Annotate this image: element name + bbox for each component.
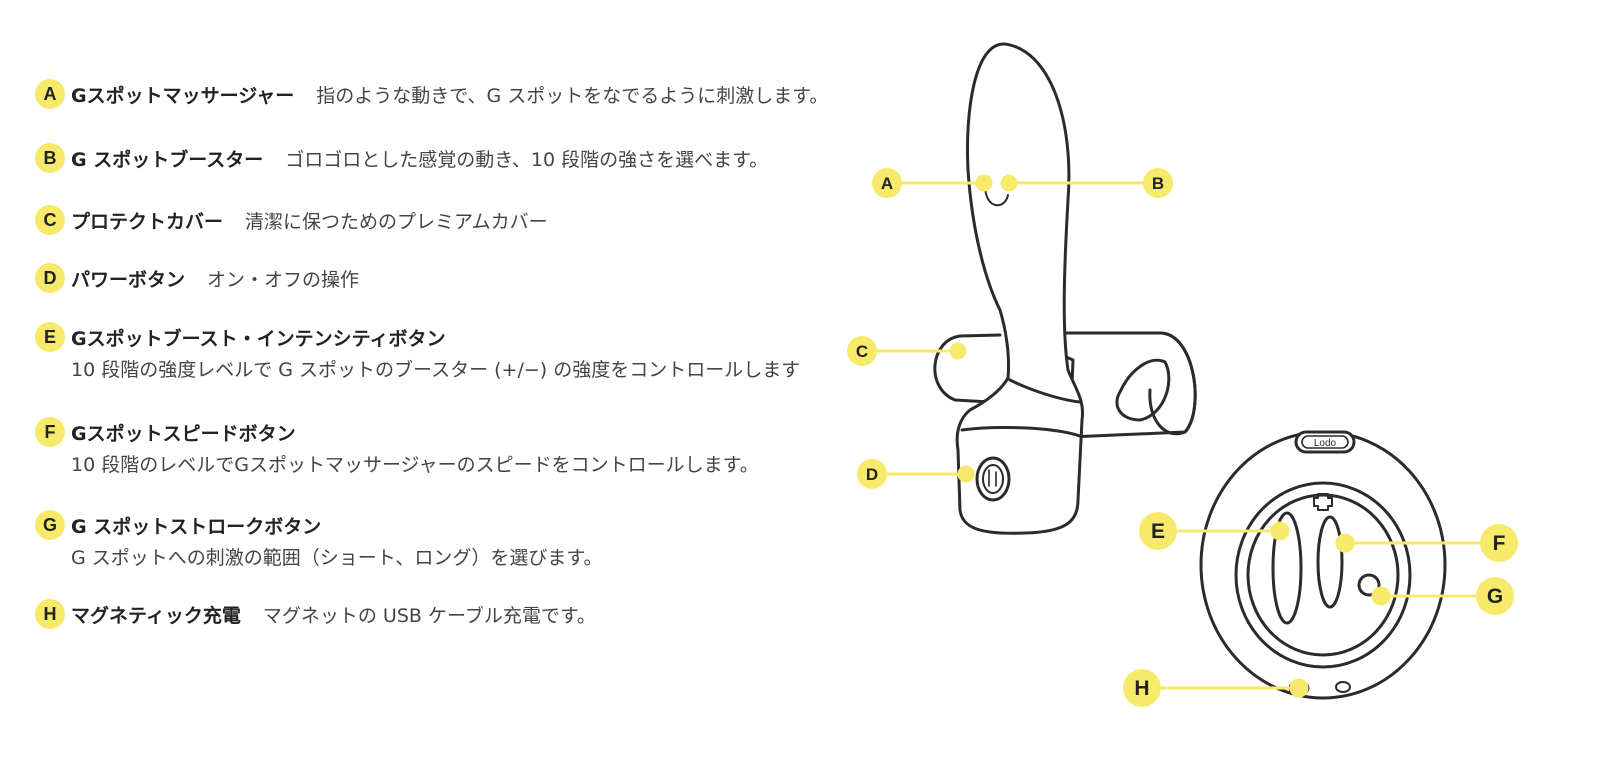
feature-legend: A Gスポットマッサージャー 指のような動きで、G スポットをなでるように刺激し…	[35, 78, 828, 630]
svg-text:C: C	[856, 342, 868, 361]
callout-lines	[862, 174, 1499, 698]
badge-b: B	[35, 143, 65, 173]
svg-text:E: E	[1151, 520, 1165, 543]
badge-c: C	[35, 205, 65, 235]
callout-c: C	[847, 336, 877, 366]
remote-logo-text: Lodo	[1314, 438, 1337, 449]
svg-text:G: G	[1487, 585, 1503, 608]
remote-logo-badge	[1294, 430, 1356, 454]
callout-f: F	[1480, 524, 1518, 562]
legend-desc-g: G スポットへの刺激の範囲（ショート、ロング）を選びます。	[71, 547, 603, 569]
badge-h: H	[35, 599, 65, 629]
legend-desc-e: 10 段階の強度レベルで G スポットのブースター (+/−) の強度をコントロ…	[71, 359, 801, 381]
legend-desc-c: 清潔に保つためのプレミアムカバー	[245, 210, 548, 233]
legend-title-d: パワーボタン	[71, 268, 186, 291]
badge-g: G	[35, 510, 65, 540]
callout-a: A	[872, 168, 902, 198]
legend-title-a: Gスポットマッサージャー	[71, 84, 295, 107]
badge-e: E	[35, 322, 65, 352]
legend-desc-d: オン・オフの操作	[207, 268, 360, 291]
speed-button[interactable]	[1316, 515, 1344, 609]
callout-b: B	[1143, 168, 1173, 198]
legend-item-a: A Gスポットマッサージャー 指のような動きで、G スポットをなでるように刺激し…	[35, 78, 828, 110]
legend-item-e: E Gスポットブースト・インテンシティボタン 10 段階の強度レベルで G スポ…	[35, 321, 800, 382]
legend-item-g: G G スポットストロークボタン G スポットへの刺激の範囲（ショート、ロング）…	[35, 509, 602, 570]
badge-a: A	[35, 79, 65, 109]
svg-text:D: D	[866, 465, 878, 484]
power-button[interactable]	[975, 456, 1011, 502]
device-body	[955, 42, 1085, 535]
legend-title-h: マグネティック充電	[71, 604, 241, 627]
badge-f: F	[35, 417, 65, 447]
legend-item-c: C プロテクトカバー 清潔に保つためのプレミアムカバー	[35, 204, 548, 236]
badge-d: D	[35, 263, 65, 293]
legend-title-f: Gスポットスピードボタン	[71, 422, 296, 445]
callout-g: G	[1476, 577, 1514, 615]
legend-desc-a: 指のような動きで、G スポットをなでるように刺激します。	[316, 84, 829, 107]
callout-d: D	[857, 459, 887, 489]
svg-text:A: A	[881, 174, 893, 193]
legend-desc-f: 10 段階のレベルでGスポットマッサージャーのスピードをコントロールします。	[71, 454, 759, 476]
legend-desc-b: ゴロゴロとした感覚の動き、10 段階の強さを選べます。	[285, 148, 769, 171]
callout-e: E	[1139, 512, 1177, 550]
remote-control	[1199, 430, 1447, 700]
plus-icon	[1313, 493, 1333, 511]
legend-item-b: B G スポットブースター ゴロゴロとした感覚の動き、10 段階の強さを選べます…	[35, 142, 768, 174]
legend-item-f: F Gスポットスピードボタン 10 段階のレベルでGスポットマッサージャーのスピ…	[35, 416, 759, 477]
legend-title-e: Gスポットブースト・インテンシティボタン	[71, 327, 446, 350]
legend-desc-h: マグネットの USB ケーブル充電です。	[262, 604, 596, 627]
legend-title-g: G スポットストロークボタン	[71, 515, 322, 538]
legend-title-c: プロテクトカバー	[71, 210, 224, 233]
svg-text:H: H	[1134, 677, 1149, 700]
legend-item-d: D パワーボタン オン・オフの操作	[35, 262, 359, 294]
svg-text:B: B	[1152, 174, 1164, 193]
legend-title-b: G スポットブースター	[71, 148, 264, 171]
legend-item-h: H マグネティック充電 マグネットの USB ケーブル充電です。	[35, 598, 596, 630]
svg-text:F: F	[1493, 532, 1506, 555]
callout-h: H	[1123, 669, 1161, 707]
